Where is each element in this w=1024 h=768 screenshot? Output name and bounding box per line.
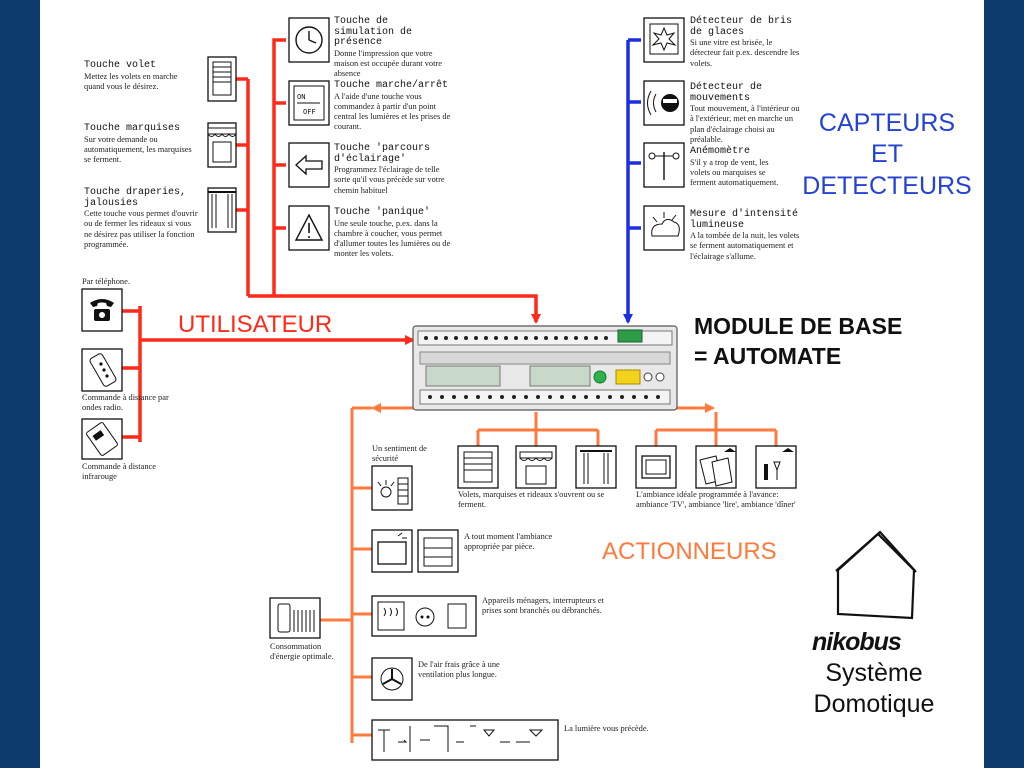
key-volet-desc: Mettez les volets en marche quand vous l… — [84, 71, 178, 91]
right-frame-border — [984, 0, 1024, 768]
actuator-marquise-icon — [515, 445, 557, 489]
key-marquises-desc: Sur votre demande ou automatiquement, le… — [84, 134, 192, 165]
sensor-intensite-title: Mesure d'intensité lumineuse — [690, 209, 799, 231]
clock-key-icon — [288, 17, 330, 63]
appareils-menagers-icon — [371, 595, 477, 637]
actuator-rideau-icon — [575, 445, 617, 489]
base-module-automate — [412, 325, 678, 411]
sensor-anemometre-title: Anémomètre — [690, 146, 751, 157]
caption-securite: Un sentiment de sécurité — [372, 444, 427, 464]
actuator-tv-icon — [635, 445, 677, 489]
key-draperies-desc: Cette touche vous permet d'ouvrir ou de … — [84, 209, 198, 249]
key-volet-title: Touche volet — [84, 60, 157, 71]
marquises-key-icon — [207, 122, 237, 168]
nikobus-brand: nikobus — [812, 628, 902, 656]
svg-text:ON: ON — [297, 93, 305, 101]
caption-ventilation: De l'air frais grâce à une ventilation p… — [418, 660, 500, 680]
securite-icon — [371, 465, 413, 511]
draperies-key-icon — [207, 187, 237, 233]
caption-ambiance: L'ambiance idéale programmée à l'avance:… — [636, 490, 796, 510]
key-marche-desc: A l'aide d'une touche vous commandez à p… — [334, 91, 451, 132]
blue-wiring — [623, 38, 641, 324]
infrared-remote-icon — [81, 418, 123, 460]
key-marquises: Touche marquises Sur votre demande ou au… — [84, 123, 200, 165]
key-panique-desc: Une seule touche, p.ex. dans la chambre … — [334, 218, 451, 259]
caption-volets: Volets, marquises et rideaux s'ouvrent o… — [458, 490, 605, 510]
key-simulation: Touche de simulation de présence Donne l… — [334, 16, 454, 79]
sensor-mouvements-title: Détecteur de mouvements — [690, 82, 763, 104]
glass-break-icon — [643, 17, 685, 63]
capteurs-label: CAPTEURS ET DETECTEURS — [802, 109, 972, 200]
sensor-intensite-desc: A la tombée de la nuit, les volets se fe… — [690, 231, 800, 261]
sensor-bris: Détecteur de bris de glaces Si une vitre… — [690, 16, 802, 69]
caption-infrarouge: Commande à distance infrarouge — [82, 462, 156, 482]
caption-energie: Consommation d'énergie optimale. — [270, 642, 334, 662]
key-marquises-title: Touche marquises — [84, 123, 181, 134]
motion-detector-icon — [643, 80, 685, 126]
caption-lumiere: La lumière vous précède. — [564, 724, 649, 733]
panic-warning-key-icon — [288, 205, 330, 251]
house-logo-icon — [835, 530, 917, 620]
sensor-mouvements-desc: Tout mouvement, à l'intérieur ou à l'ext… — [690, 104, 800, 144]
red-wiring — [122, 38, 541, 442]
key-parcours-title: Touche 'parcours d'éclairage' — [334, 143, 431, 165]
key-marche-arret: Touche marche/arrêt A l'aide d'une touch… — [334, 80, 454, 133]
key-panique: Touche 'panique' Une seule touche, p.ex.… — [334, 207, 454, 260]
telephone-icon — [81, 288, 123, 332]
left-frame-border — [0, 0, 40, 768]
sensor-anemometre: Anémomètre S'il y a trop de vent, les vo… — [690, 146, 780, 188]
key-parcours-desc: Programmez l'éclairage de telle sorte qu… — [334, 165, 445, 195]
sensor-anemometre-desc: S'il y a trop de vent, les volets ou mar… — [690, 157, 779, 188]
sensor-bris-title: Détecteur de bris de glaces — [690, 16, 793, 38]
anemometer-icon — [643, 142, 685, 188]
sensor-bris-desc: Si une vitre est brisée, le détecteur fa… — [690, 38, 800, 68]
key-simulation-title: Touche de simulation de présence — [334, 16, 413, 48]
orange-wiring — [320, 403, 778, 743]
actuator-volet-icon — [457, 445, 499, 489]
caption-piece: A tout moment l'ambiance appropriée par … — [464, 532, 553, 552]
energie-radiator-icon — [269, 597, 321, 639]
caption-radio: Commande à distance par ondes radio. — [82, 393, 169, 413]
actuator-diner-icon — [755, 445, 797, 489]
ventilation-icon — [371, 657, 413, 701]
arrow-path-key-icon — [288, 142, 330, 188]
key-volet: Touche volet Mettez les volets en marche… — [84, 60, 200, 92]
sensor-intensite: Mesure d'intensité lumineuse A la tombée… — [690, 209, 802, 262]
actionneurs-label: ACTIONNEURS — [602, 538, 777, 565]
caption-menagers: Appareils ménagers, interrupteurs et pri… — [482, 596, 604, 616]
caption-telephone: Par téléphone. — [82, 277, 130, 286]
svg-text:OFF: OFF — [303, 108, 316, 116]
key-parcours: Touche 'parcours d'éclairage' Programmez… — [334, 143, 454, 196]
module-label: MODULE DE BASE = AUTOMATE — [694, 313, 903, 369]
sensor-mouvements: Détecteur de mouvements Tout mouvement, … — [690, 82, 802, 145]
ambiance-cabinet-icon — [417, 529, 459, 573]
utilisateur-label: UTILISATEUR — [178, 311, 333, 338]
light-sensor-icon — [643, 205, 685, 251]
actuator-lire-icon — [695, 445, 737, 489]
key-simulation-desc: Donne l'impression que votre maison est … — [334, 48, 442, 79]
on-off-key-icon: ON OFF — [288, 80, 330, 126]
radio-remote-icon — [81, 348, 123, 392]
key-marche-title: Touche marche/arrêt — [334, 80, 449, 91]
lumiere-sequence-icon — [371, 719, 559, 761]
volet-key-icon — [207, 56, 237, 102]
key-draperies: Touche draperies, jalousies Cette touche… — [84, 187, 200, 250]
key-panique-title: Touche 'panique' — [334, 207, 431, 218]
key-draperies-title: Touche draperies, jalousies — [84, 187, 187, 209]
ambiance-tv-icon — [371, 529, 413, 573]
systeme-domotique-label: Système Domotique — [813, 659, 935, 719]
